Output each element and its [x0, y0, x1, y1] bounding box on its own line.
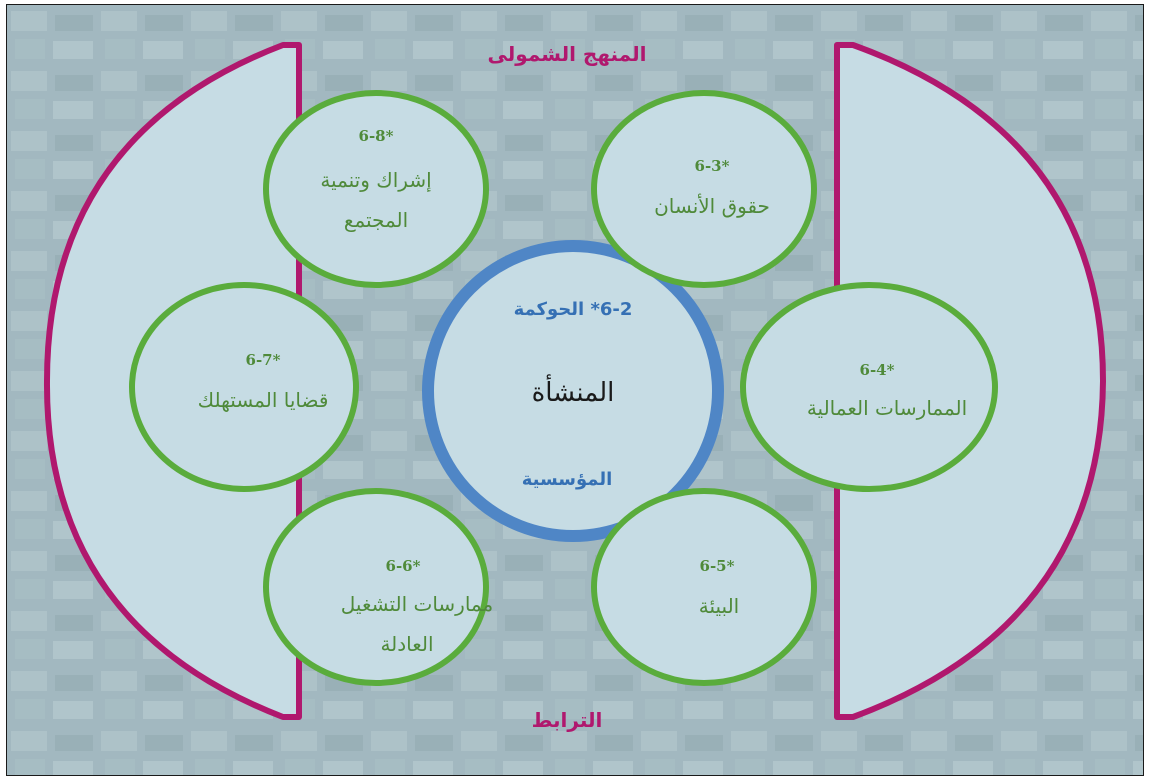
- topic-6-5-shape: [591, 488, 817, 686]
- topic-6-6-line2: العادلة: [380, 632, 433, 656]
- topic-6-5-number: 6-5*: [700, 557, 735, 575]
- center-title: المنشأة: [532, 373, 615, 408]
- diagram-frame: المنهج الشمولى الترابط 6-2* الحوكمة المن…: [6, 4, 1144, 776]
- topic-6-7-line1: قضايا المستهلك: [198, 388, 329, 412]
- topic-6-3-number: 6-3*: [695, 157, 730, 175]
- topic-6-4-shape: [740, 282, 998, 492]
- topic-6-4-line1: الممارسات العمالية: [807, 396, 967, 420]
- topic-6-8-line2: المجتمع: [344, 208, 408, 232]
- topic-6-6-number: 6-6*: [386, 557, 421, 575]
- topic-6-6-line1: ممارسات التشغيل: [341, 592, 493, 616]
- topic-6-7-shape: [129, 282, 359, 492]
- topic-6-3-line1: حقوق الأنسان: [654, 194, 770, 218]
- topic-6-3-shape: [591, 90, 817, 288]
- topic-6-8-line1: إشراك وتنمية: [320, 168, 431, 193]
- topic-6-8-shape: [263, 90, 489, 288]
- topic-6-7-number: 6-7*: [246, 351, 281, 369]
- org-label: المؤسسية: [522, 469, 613, 490]
- topic-6-6-shape: [263, 488, 489, 686]
- bottom-label: الترابط: [532, 708, 603, 732]
- governance-label: 6-2* الحوكمة: [514, 299, 633, 320]
- iso-26000-diagram: المنهج الشمولى الترابط 6-2* الحوكمة المن…: [7, 5, 1143, 775]
- top-label: المنهج الشمولى: [488, 42, 647, 66]
- center-ring: [422, 240, 724, 542]
- topic-6-4-number: 6-4*: [860, 361, 895, 379]
- topic-6-5-line1: البيئة: [699, 594, 739, 618]
- topic-6-8-number: 6-8*: [359, 127, 394, 145]
